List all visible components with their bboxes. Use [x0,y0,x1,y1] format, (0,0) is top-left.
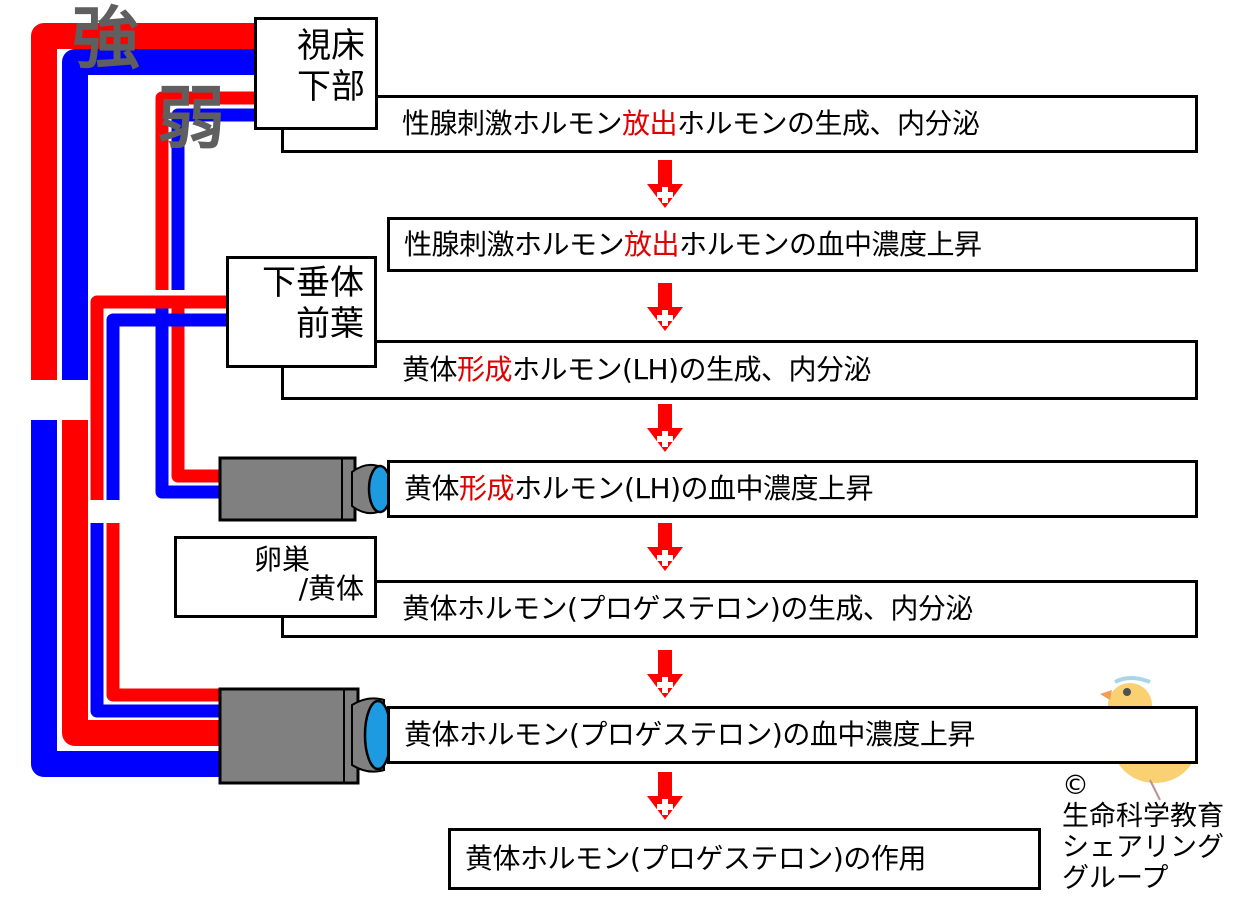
stimulate-arrow-icon [647,160,683,208]
step-6-progesterone-blood-level: 黄体ホルモン(プロゲステロン)の血中濃度上昇 [387,706,1198,764]
sensor-progesterone [218,687,393,785]
pituitary-feedback [90,295,228,718]
organ-anterior-pituitary: 下垂体 前葉 [226,256,377,368]
stimulate-arrow-icon [647,404,683,452]
copyright-credit: © 生命科学教育 シェアリング グループ [1062,770,1224,895]
step-3-lh-secretion: 黄体形成ホルモン(LH)の生成、内分泌 [281,340,1198,400]
weak-label: 弱 [157,80,226,159]
stimulate-arrow-icon [647,650,683,698]
organ-ovary-corpus-luteum: 卵巣 /黄体 [174,536,377,618]
organ-hypothalamus: 視床 下部 [254,17,378,130]
strong-label: 強 [72,0,141,79]
step-1-gnrh-secretion: 性腺刺激ホルモン放出ホルモンの生成、内分泌 [281,95,1198,153]
stimulate-arrow-icon [647,283,683,331]
step-5-progesterone-secretion: 黄体ホルモン(プロゲステロン)の生成、内分泌 [281,580,1198,638]
strong-feedback-outer [31,23,255,777]
stimulate-arrow-icon [647,772,683,820]
stimulate-arrow-icon [647,523,683,571]
step-4-lh-blood-level: 黄体形成ホルモン(LH)の血中濃度上昇 [387,460,1198,518]
weak-feedback-inner [155,91,255,499]
step-7-progesterone-action: 黄体ホルモン(プロゲステロン)の作用 [448,828,1041,890]
step-2-gnrh-blood-level: 性腺刺激ホルモン放出ホルモンの血中濃度上昇 [387,217,1198,272]
sensor-lh [218,456,393,522]
